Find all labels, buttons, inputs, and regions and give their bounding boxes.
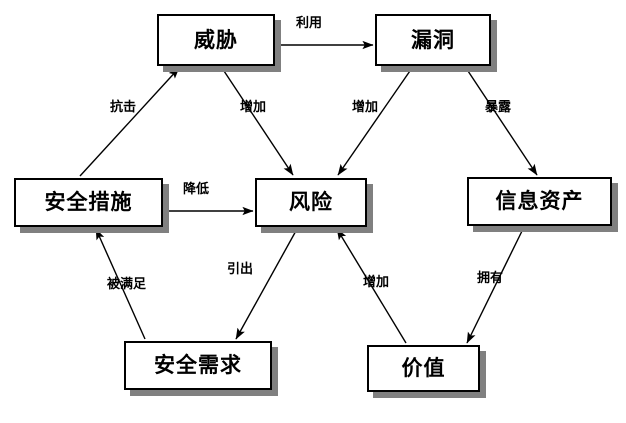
node-threat[interactable]: 威胁 (157, 14, 275, 66)
edge-label-exploits: 利用 (296, 16, 323, 31)
node-risk-label: 风险 (289, 190, 333, 214)
node-requirement[interactable]: 安全需求 (124, 341, 272, 390)
node-value[interactable]: 价值 (367, 345, 480, 392)
node-asset-label: 信息资产 (495, 189, 584, 213)
edge-label-vuln-increases: 增加 (352, 100, 379, 115)
edge-label-threat-increases: 增加 (240, 100, 267, 115)
node-safeguard-label: 安全措施 (44, 190, 133, 214)
edge-label-satisfied-by: 被满足 (107, 277, 147, 292)
edge-threat-increases-risk (221, 67, 294, 176)
node-vulnerability-label: 漏洞 (411, 27, 455, 52)
edge-label-has: 拥有 (477, 271, 504, 286)
edge-label-exposes: 暴露 (485, 100, 512, 115)
edge-label-value-increases: 增加 (363, 275, 390, 290)
node-requirement-label: 安全需求 (154, 353, 242, 377)
edge-label-derives: 引出 (227, 262, 254, 277)
node-asset[interactable]: 信息资产 (467, 177, 612, 226)
edge-value-increases-risk (336, 228, 407, 344)
edge-requirement-satisfied-by-safeguard (95, 228, 146, 340)
edge-safeguard-counters-threat (79, 67, 180, 177)
node-safeguard[interactable]: 安全措施 (14, 178, 163, 227)
edge-asset-has-value (466, 228, 524, 344)
edge-vulnerability-increases-risk (337, 67, 413, 176)
edge-risk-derives-requirement (235, 228, 298, 340)
node-threat-label: 威胁 (194, 27, 238, 52)
node-risk[interactable]: 风险 (255, 178, 367, 227)
edge-vulnerability-exposes-asset (465, 67, 538, 176)
node-value-label: 价值 (401, 356, 446, 380)
edge-label-counters: 抗击 (110, 100, 137, 115)
edge-label-reduces: 降低 (183, 182, 210, 197)
node-vulnerability[interactable]: 漏洞 (375, 14, 491, 66)
